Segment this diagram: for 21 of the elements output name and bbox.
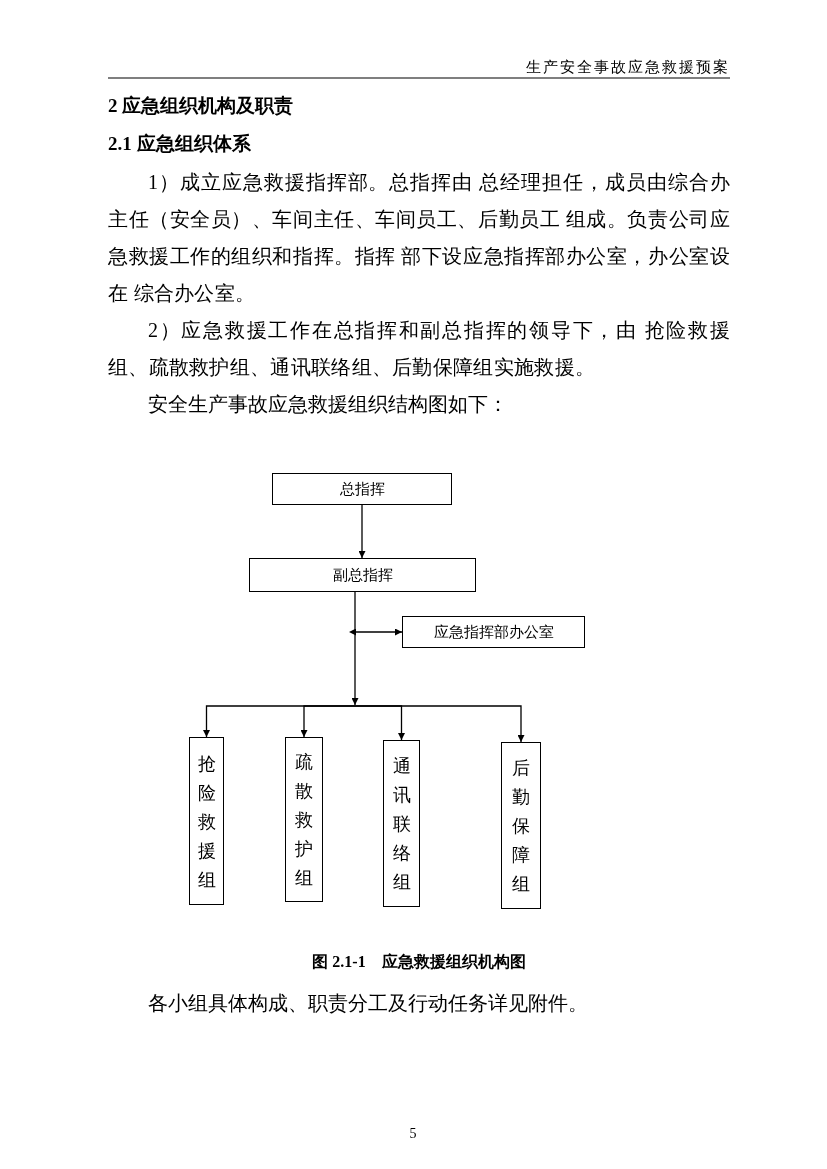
command-box: 副总指挥 [249,558,476,592]
arrow [354,705,525,743]
office-box: 应急指挥部办公室 [402,616,585,648]
body-paragraph: 各小组具体构成、职责分工及行动任务详见附件。 [148,992,588,1014]
arrow [358,504,366,559]
arrow [300,705,356,738]
double-arrow [349,628,403,636]
subsection-heading: 2.1 应急组织体系 [108,133,251,154]
team-box: 抢险救援组 [189,737,224,905]
trunk-arrow [351,591,359,706]
page-number: 5 [409,1126,417,1141]
command-box: 总指挥 [272,473,452,505]
figure-caption: 图 2.1-1 应急救援组织机构图 [312,953,526,970]
header-title: 生产安全事故应急救援预案 [526,58,730,76]
team-box: 疏散救护组 [285,737,323,902]
team-box: 后勤保障组 [501,742,541,909]
body-paragraph: 安全生产事故应急救援组织结构图如下： [148,393,508,415]
body-paragraph: 1）成立应急救援指挥部。总指挥由 总经理担任，成员由综合办主任（安全员）、车间主任、车间员工、后勤员工 组成。负责公司应急救援工作的组织和指挥。指挥 部下设应急指挥部办公室，办公室设在 综合办公室。 [108,171,730,304]
body-paragraph: 2）应急救援工作在总指挥和副总指挥的领导下，由 抢险救援组、疏散救护组、通讯联络组、后勤保障组实施救援。 [108,319,730,378]
team-box: 通讯联络组 [383,740,420,907]
section-heading: 2 应急组织机构及职责 [108,95,294,116]
